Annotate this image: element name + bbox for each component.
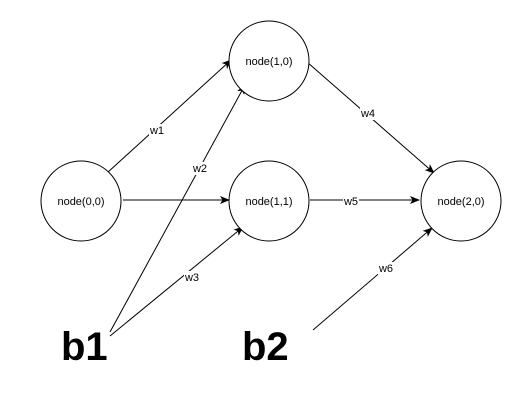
edge-b1-to-node11 — [109, 226, 244, 337]
edge-label-w4: w4 — [360, 108, 375, 120]
biases: b1 b2 — [61, 325, 289, 369]
bias-b2: b2 — [242, 325, 289, 369]
node-1-1: node(1,1) — [228, 160, 310, 242]
edge-label-w3: w3 — [184, 272, 199, 284]
edge-label-w6: w6 — [378, 263, 393, 275]
node-0-0: node(0,0) — [40, 160, 122, 242]
edge-label-w2: w2 — [192, 163, 207, 175]
edge-label-w1: w1 — [149, 125, 164, 137]
node-label: node(0,0) — [57, 196, 104, 208]
node-2-0: node(2,0) — [420, 160, 502, 242]
node-label: node(1,1) — [245, 196, 292, 208]
node-label: node(2,0) — [437, 196, 484, 208]
nodes: node(0,0) node(1,0) node(1,1) node(2,0) — [40, 20, 502, 242]
edge-node00-to-node10 — [106, 59, 232, 174]
edge-b1-to-node10 — [109, 84, 246, 333]
edge-labels: w1 w2 w3 w4 w5 w6 — [149, 107, 394, 284]
node-1-0: node(1,0) — [228, 20, 310, 102]
bias-b1: b1 — [61, 325, 108, 369]
edge-label-w5: w5 — [343, 196, 358, 208]
node-label: node(1,0) — [245, 56, 292, 68]
edge-b2-to-node20 — [312, 227, 433, 331]
